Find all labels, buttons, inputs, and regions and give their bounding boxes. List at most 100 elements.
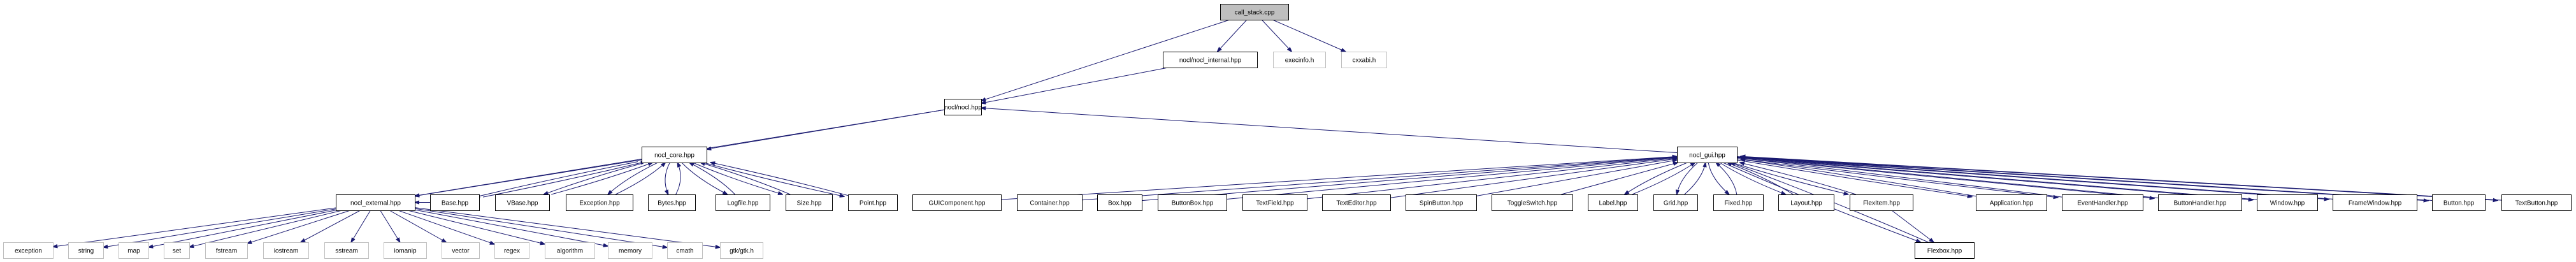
edge-nocl_core-to-logfile bbox=[681, 162, 728, 194]
node-nocl-nocl-internal-hpp[interactable]: nocl/nocl_internal.hpp bbox=[1163, 52, 1258, 68]
node-texteditor-hpp[interactable]: TextEditor.hpp bbox=[1322, 194, 1391, 211]
node-textfield-hpp[interactable]: TextField.hpp bbox=[1242, 194, 1307, 211]
node-label: iomanip bbox=[394, 248, 416, 255]
node-application-hpp[interactable]: Application.hpp bbox=[1976, 194, 2047, 211]
node-guicomponent-hpp[interactable]: GUIComponent.hpp bbox=[912, 194, 1002, 211]
node-box bbox=[1976, 194, 2047, 211]
node-size-hpp[interactable]: Size.hpp bbox=[786, 194, 833, 211]
node-sstream: sstream bbox=[324, 242, 369, 259]
node-box bbox=[3, 242, 54, 259]
node-box-hpp[interactable]: Box.hpp bbox=[1097, 194, 1142, 211]
edge-nocl_gui-to-textbutton bbox=[1732, 156, 2498, 200]
node-box bbox=[944, 99, 982, 115]
node-box bbox=[2158, 194, 2242, 211]
node-label: gtk/gtk.h bbox=[730, 248, 754, 255]
node-spinbutton-hpp[interactable]: SpinButton.hpp bbox=[1406, 194, 1477, 211]
node-base-hpp[interactable]: Base.hpp bbox=[430, 194, 480, 211]
node-box bbox=[545, 242, 595, 259]
node-box bbox=[2333, 194, 2417, 211]
edge-nocl_gui-to-button bbox=[1732, 156, 2428, 200]
node-eventhandler-hpp[interactable]: EventHandler.hpp bbox=[2062, 194, 2143, 211]
node-box bbox=[442, 242, 480, 259]
node-label: Point.hpp bbox=[860, 200, 887, 207]
node-box bbox=[1017, 194, 1083, 211]
node-box bbox=[1341, 52, 1387, 68]
node-button-hpp[interactable]: Button.hpp bbox=[2432, 194, 2486, 211]
node-label: nocl_gui.hpp bbox=[1689, 152, 1725, 159]
node-vector: vector bbox=[442, 242, 480, 259]
node-call-stack-cpp[interactable]: call_stack.cpp bbox=[1220, 4, 1289, 20]
node-label: ButtonBox.hpp bbox=[1172, 200, 1214, 207]
node-box bbox=[384, 242, 427, 259]
node-box bbox=[2501, 194, 2572, 211]
edge-nocl_internal-to-nocl bbox=[981, 67, 1169, 103]
edge-nocl_external-to-fstream bbox=[247, 210, 351, 244]
node-fstream: fstream bbox=[205, 242, 248, 259]
node-textbutton-hpp[interactable]: TextButton.hpp bbox=[2501, 194, 2572, 211]
edge-nocl_external-to-string bbox=[103, 208, 336, 247]
edge-nocl_gui-to-label bbox=[1625, 162, 1688, 194]
edge-nocl_external-to-iostream bbox=[301, 210, 361, 242]
node-nocl-external-hpp[interactable]: nocl_external.hpp bbox=[336, 194, 415, 211]
node-label: Flexbox.hpp bbox=[1927, 248, 1962, 255]
edge-toggleswitch-to-nocl_gui bbox=[1561, 163, 1678, 195]
node-box bbox=[494, 242, 529, 259]
node-framewindow-hpp[interactable]: FrameWindow.hpp bbox=[2333, 194, 2417, 211]
node-window-hpp[interactable]: Window.hpp bbox=[2257, 194, 2318, 211]
node-box bbox=[430, 194, 480, 211]
edge-fixed-to-nocl_gui bbox=[1716, 163, 1738, 195]
edge-nocl_external-to-set bbox=[189, 210, 343, 247]
node-fixed-hpp[interactable]: Fixed.hpp bbox=[1713, 194, 1764, 211]
edge-call_stack-to-execinfo bbox=[1261, 19, 1292, 52]
node-nocl-gui-hpp[interactable]: nocl_gui.hpp bbox=[1677, 147, 1738, 163]
node-flexitem-hpp[interactable]: FlexItem.hpp bbox=[1850, 194, 1913, 211]
edge-button-to-nocl_gui bbox=[1741, 156, 2436, 201]
node-label-hpp[interactable]: Label.hpp bbox=[1588, 194, 1638, 211]
node-cmath: cmath bbox=[667, 242, 703, 259]
edge-nocl_external-to-exception bbox=[53, 207, 336, 247]
edge-nocl_external-to-gtk bbox=[414, 207, 720, 248]
edge-nocl_external-to-map bbox=[148, 210, 336, 247]
node-exception-hpp[interactable]: Exception.hpp bbox=[566, 194, 633, 211]
node-label: sstream bbox=[335, 248, 358, 255]
node-logfile-hpp[interactable]: Logfile.hpp bbox=[716, 194, 770, 211]
node-flexbox-hpp[interactable]: Flexbox.hpp bbox=[1915, 242, 1975, 259]
node-grid-hpp[interactable]: Grid.hpp bbox=[1653, 194, 1698, 211]
edge-container-to-nocl_gui bbox=[1081, 157, 1677, 201]
edge-flexitem-to-flexbox bbox=[1891, 210, 1934, 242]
edge-guicomponent-to-nocl_gui bbox=[1000, 156, 1677, 200]
node-buttonhandler-hpp[interactable]: ButtonHandler.hpp bbox=[2158, 194, 2242, 211]
edge-nocl_gui-to-buttonhandler bbox=[1732, 157, 2154, 198]
edge-nocl_gui-to-grid bbox=[1677, 162, 1699, 194]
node-point-hpp[interactable]: Point.hpp bbox=[848, 194, 898, 211]
node-nocl-nocl-hpp[interactable]: nocl/nocl.hpp bbox=[944, 99, 982, 115]
edge-window-to-nocl_gui bbox=[1741, 157, 2261, 201]
node-label: Button.hpp bbox=[2443, 200, 2475, 207]
node-label: FrameWindow.hpp bbox=[2349, 200, 2402, 207]
edge-nocl_external-to-algorithm bbox=[407, 210, 545, 244]
node-label: Base.hpp bbox=[442, 200, 469, 207]
node-box bbox=[1850, 194, 1913, 211]
node-container-hpp[interactable]: Container.hpp bbox=[1017, 194, 1083, 211]
node-buttonbox-hpp[interactable]: ButtonBox.hpp bbox=[1158, 194, 1227, 211]
node-label: TextEditor.hpp bbox=[1336, 200, 1377, 207]
node-nocl-core-hpp[interactable]: nocl_core.hpp bbox=[642, 147, 707, 163]
edge-nocl_gui-to-window bbox=[1732, 156, 2253, 200]
node-toggleswitch-hpp[interactable]: ToggleSwitch.hpp bbox=[1492, 194, 1573, 211]
node-iostream: iostream bbox=[263, 242, 309, 259]
node-layout-hpp[interactable]: Layout.hpp bbox=[1778, 194, 1834, 211]
node-box bbox=[336, 194, 415, 211]
edge-nocl_core-to-exception bbox=[608, 162, 658, 194]
node-label: Container.hpp bbox=[1030, 200, 1070, 207]
node-vbase-hpp[interactable]: VBase.hpp bbox=[495, 194, 550, 211]
node-label: fstream bbox=[216, 248, 237, 255]
node-box bbox=[1713, 194, 1764, 211]
node-memory: memory bbox=[608, 242, 652, 259]
edge-point-to-nocl_core bbox=[710, 163, 853, 197]
node-label: Bytes.hpp bbox=[658, 200, 686, 207]
node-label: TextField.hpp bbox=[1256, 200, 1294, 207]
node-bytes-hpp[interactable]: Bytes.hpp bbox=[648, 194, 696, 211]
node-label: memory bbox=[619, 248, 642, 255]
edges-layer bbox=[53, 19, 2506, 248]
node-label: Size.hpp bbox=[797, 200, 822, 207]
